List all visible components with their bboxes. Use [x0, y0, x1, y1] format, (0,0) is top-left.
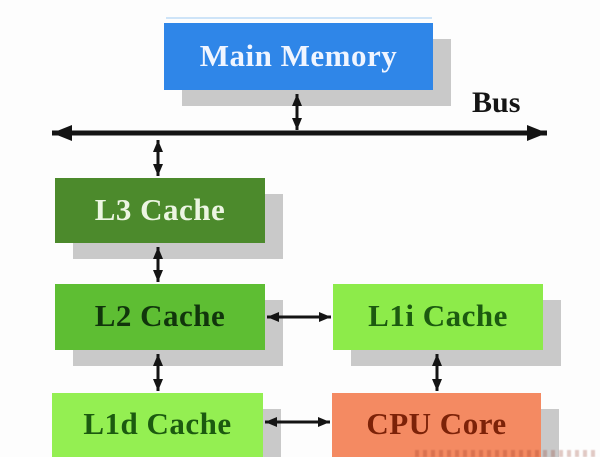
l1i-cache-label: L1i Cache [368, 298, 508, 333]
box-top-highlight [166, 17, 432, 19]
cpu-core-box: CPU Core [332, 393, 541, 457]
bus-label: Bus [472, 86, 521, 119]
main-memory-label: Main Memory [199, 37, 398, 73]
l1d-cache-label: L1d Cache [83, 406, 232, 441]
watermark [415, 450, 598, 457]
l3-cache-box: L3 Cache [55, 178, 265, 243]
l2-cache-label: L2 Cache [94, 298, 226, 333]
l3-cache-label: L3 Cache [94, 191, 226, 227]
l2-cache-box: L2 Cache [55, 284, 265, 350]
main-memory-box: Main Memory [164, 23, 433, 90]
cpu-core-label: CPU Core [366, 406, 507, 441]
l1d-cache-box: L1d Cache [52, 393, 263, 457]
l1i-cache-box: L1i Cache [333, 284, 543, 350]
